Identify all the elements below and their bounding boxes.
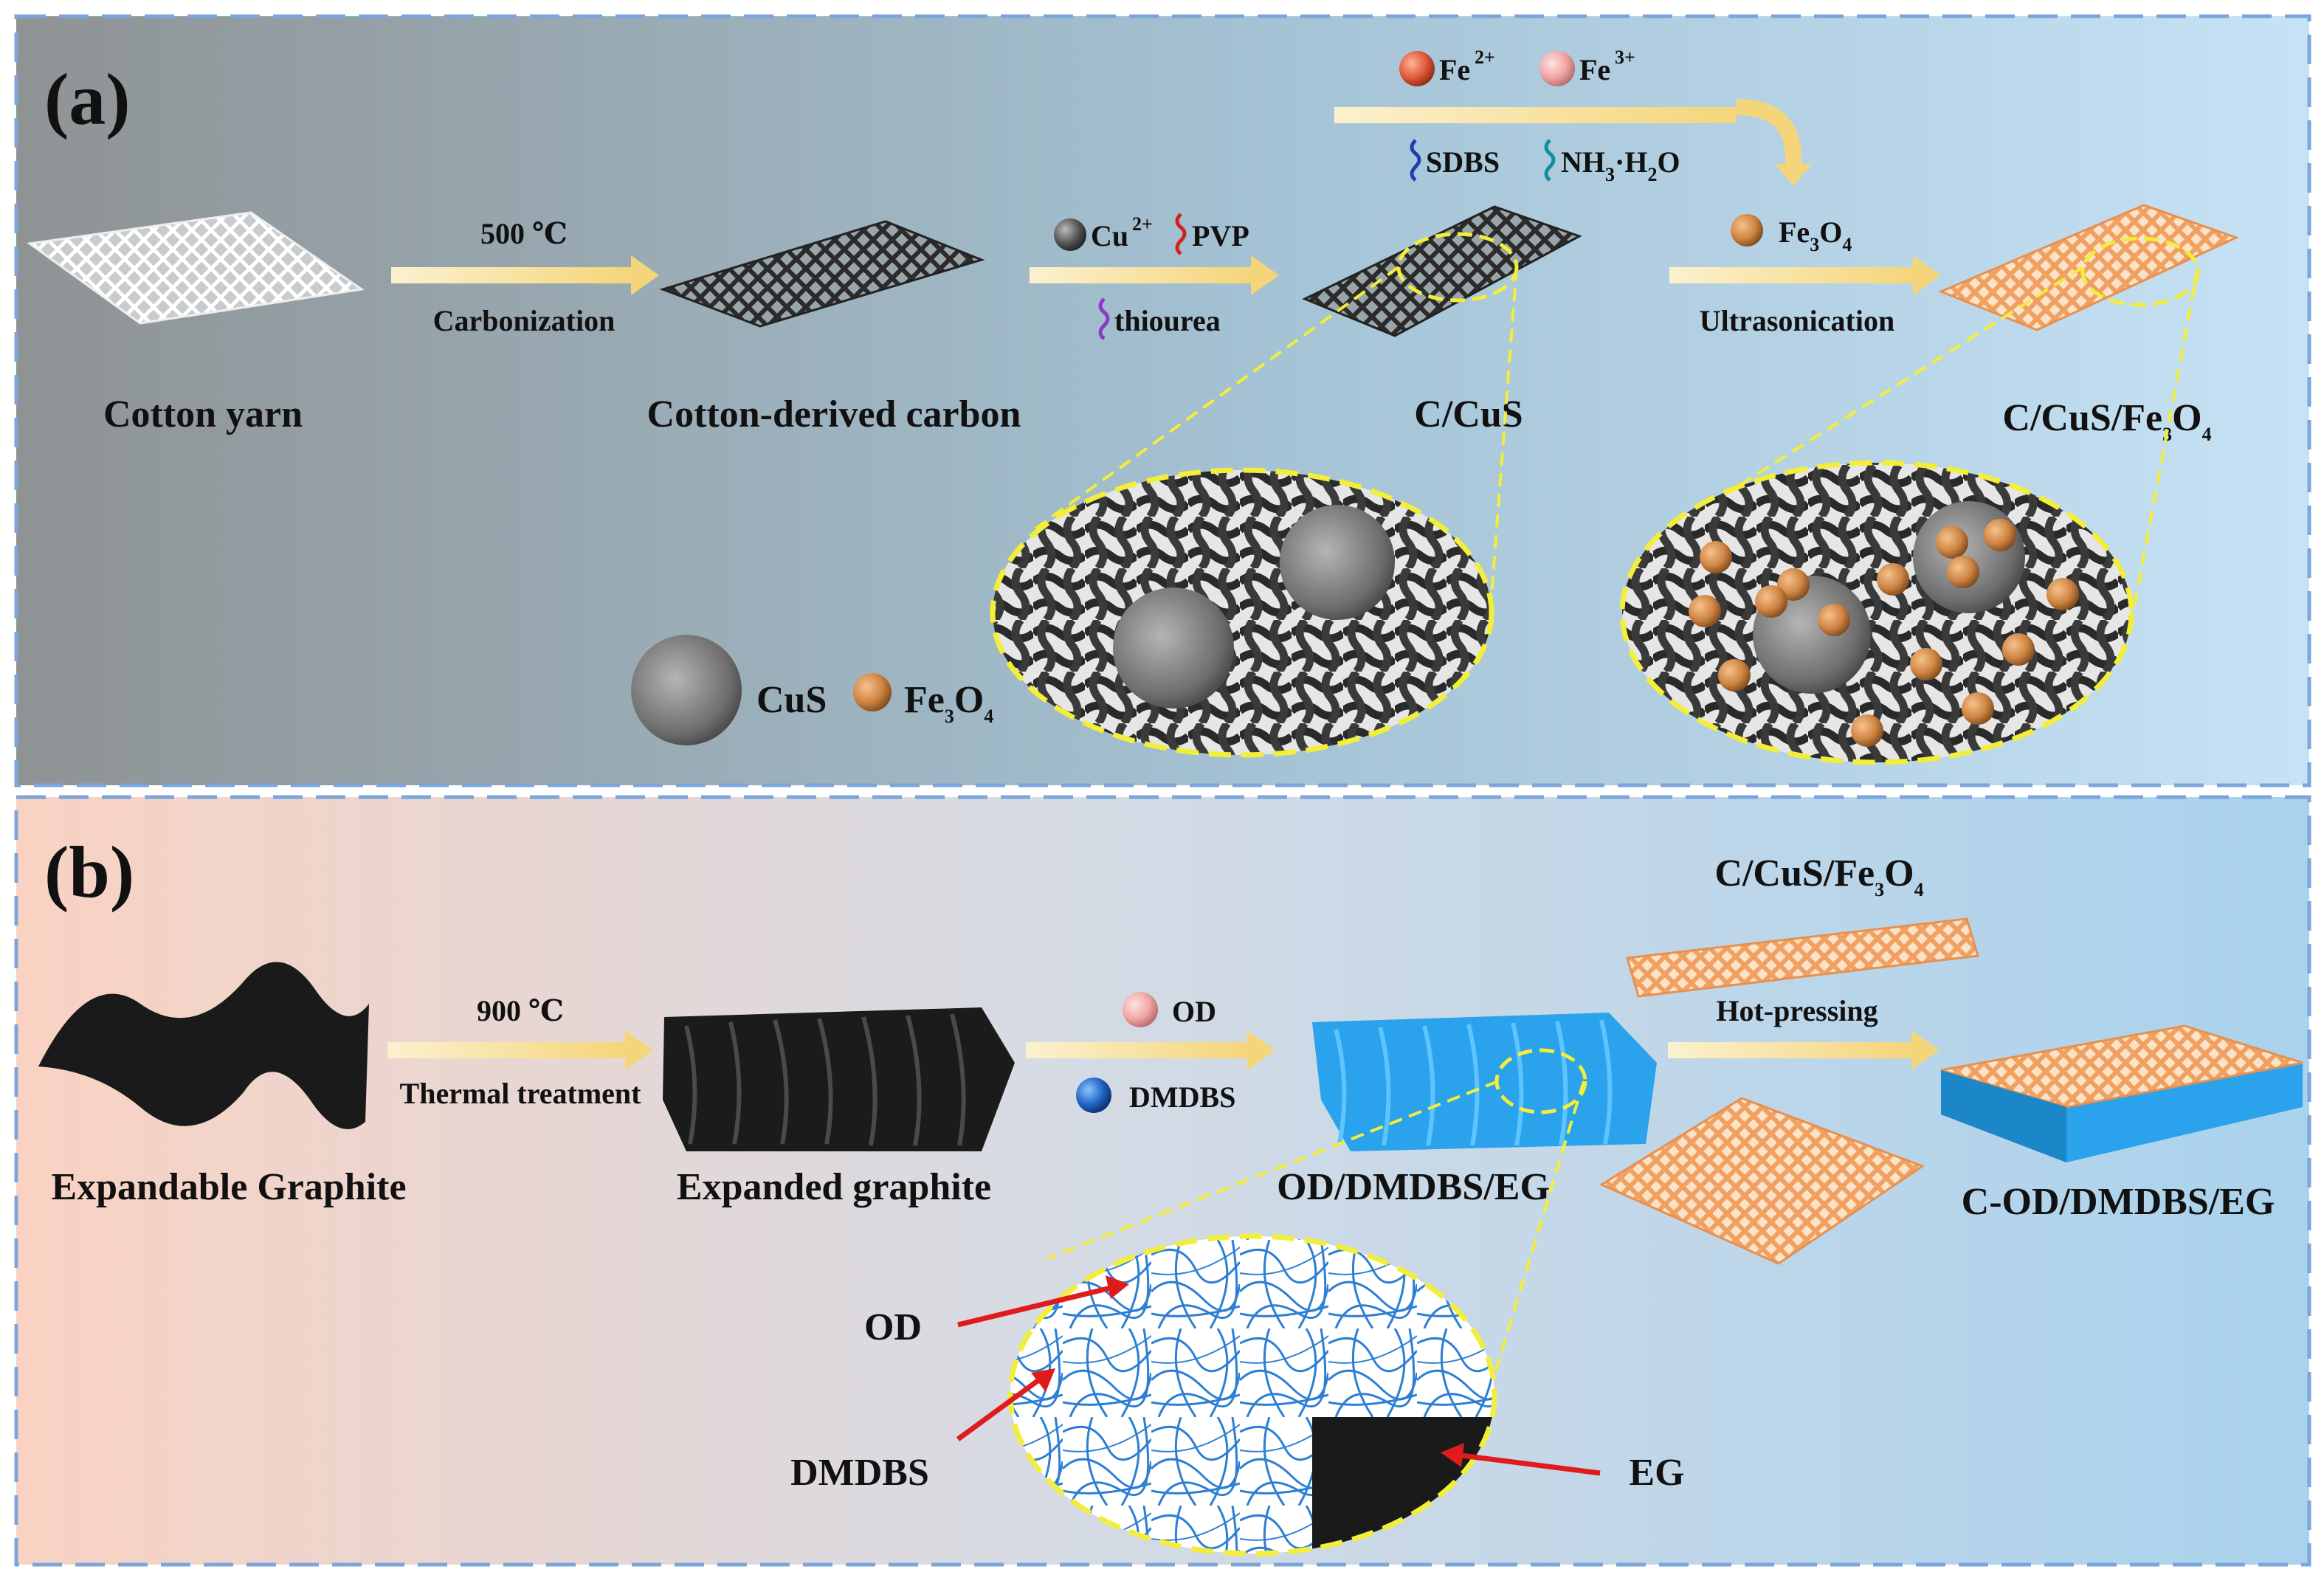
ammonia-molecule-icon	[1544, 139, 1556, 182]
cotton-derived-carbon-label: Cotton-derived carbon	[647, 393, 1021, 435]
dmdbs-ball	[1076, 1078, 1111, 1113]
fe3o4-legend-icon	[853, 673, 892, 711]
fe3-ion-label: Fe	[1579, 53, 1610, 86]
eg-pointer	[1441, 1443, 1601, 1476]
c-od-dmdbs-eg-label: C-OD/DMDBS/EG	[1962, 1181, 2275, 1223]
cu-ion-charge: 2+	[1132, 213, 1153, 235]
cotton-yarn-label: Cotton yarn	[103, 393, 303, 435]
dmdbs-reagent-label: DMDBS	[1129, 1080, 1235, 1114]
cus-microsphere	[1113, 587, 1234, 709]
cus-legend-label: CuS	[756, 679, 827, 721]
carbonization-label: Carbonization	[433, 304, 616, 337]
zoom-guide-line	[1489, 1080, 1585, 1388]
fe3o4-ball	[1731, 214, 1763, 247]
pvp-molecule-icon	[1175, 213, 1187, 255]
bottom-composite-fabric	[1599, 1097, 1925, 1265]
cotton-yarn-fabric	[27, 211, 365, 325]
cus-legend-icon	[631, 635, 742, 745]
od-ball	[1123, 992, 1158, 1027]
dmdbs-zoom-label: DMDBS	[790, 1452, 929, 1494]
panel-a: (a) Cotton yarn 500 ℃ Carbonization Cott…	[14, 14, 2311, 787]
expandable-graphite-label: Expandable Graphite	[51, 1166, 406, 1208]
carbonization-temperature: 500 ℃	[480, 217, 568, 250]
od-zoom-label: OD	[864, 1306, 922, 1348]
fe3o4-reagent-label: Fe3O4	[1779, 216, 1852, 255]
impregnation-arrow	[1026, 1030, 1275, 1070]
panel-b-label: (b)	[44, 831, 134, 913]
composite-fabric-label: C/CuS/Fe3O4	[1714, 852, 1923, 900]
carbon-fabric	[659, 220, 985, 328]
zoom-guide-line	[1489, 266, 1518, 606]
zoom-guide-line	[1648, 266, 2084, 544]
fe3o4-legend-label: Fe3O4	[904, 679, 993, 727]
expanded-graphite-label: Expanded graphite	[677, 1166, 991, 1208]
panel-a-label: (a)	[44, 58, 131, 140]
c-cus-zoom-view	[990, 467, 1494, 758]
cus-microsphere	[1280, 505, 1395, 620]
fe-additions-arrow	[1334, 99, 1812, 186]
thermal-treatment-temperature: 900 ℃	[477, 994, 564, 1027]
top-composite-fabric	[1626, 917, 1979, 998]
ammonia-label: NH3·H2O	[1561, 145, 1680, 185]
panel-b: (b) Expandable Graphite 900 ℃ Thermal tr…	[14, 795, 2311, 1567]
hot-pressing-arrow	[1668, 1030, 1939, 1070]
fe3o4-nanoparticles	[1689, 519, 2079, 747]
pvp-label: PVP	[1192, 219, 1249, 252]
cus-growth-arrow	[1030, 255, 1279, 295]
od-dmdbs-eg-label: OD/DMDBS/EG	[1277, 1166, 1550, 1208]
thiourea-label: thiourea	[1114, 304, 1221, 337]
od-dmdbs-eg-block	[1312, 1013, 1657, 1151]
fe2-ion-ball	[1399, 51, 1435, 86]
dmdbs-pointer	[956, 1368, 1055, 1441]
od-pointer	[957, 1275, 1129, 1328]
zoom-guide-line	[1028, 266, 1400, 534]
carbonization-arrow	[391, 255, 659, 295]
fe2-ion-charge: 2+	[1475, 46, 1495, 68]
c-cus-fe3o4-label: C/CuS/Fe3O4	[2002, 397, 2211, 445]
sdbs-label: SDBS	[1426, 145, 1500, 179]
sdbs-molecule-icon	[1410, 139, 1421, 182]
eg-zoom-label: EG	[1629, 1452, 1684, 1494]
thermal-treatment-arrow	[387, 1030, 653, 1070]
legend: CuS Fe3O4	[631, 635, 993, 745]
cu-ion-ball	[1054, 218, 1086, 251]
c-cus-fe3o4-zoom-view	[1619, 460, 2134, 765]
od-reagent-label: OD	[1172, 995, 1216, 1028]
c-od-dmdbs-eg-composite	[1940, 1024, 2303, 1162]
zoom-guide-line	[2128, 266, 2199, 635]
thermal-treatment-label: Thermal treatment	[400, 1077, 642, 1110]
fe2-ion-label: Fe	[1439, 53, 1470, 86]
fe3-ion-ball	[1539, 51, 1575, 86]
expandable-graphite-sheet	[38, 962, 369, 1129]
ultrasonication-arrow	[1669, 255, 1941, 295]
cu-ion-label: Cu	[1091, 219, 1128, 252]
ultrasonication-label: Ultrasonication	[1700, 304, 1894, 337]
expanded-graphite-block	[663, 1007, 1015, 1151]
zoom-guide-line	[1047, 1080, 1499, 1260]
fe3-ion-charge: 3+	[1615, 46, 1635, 68]
thiourea-molecule-icon	[1098, 297, 1110, 340]
hot-pressing-label: Hot-pressing	[1716, 994, 1878, 1027]
